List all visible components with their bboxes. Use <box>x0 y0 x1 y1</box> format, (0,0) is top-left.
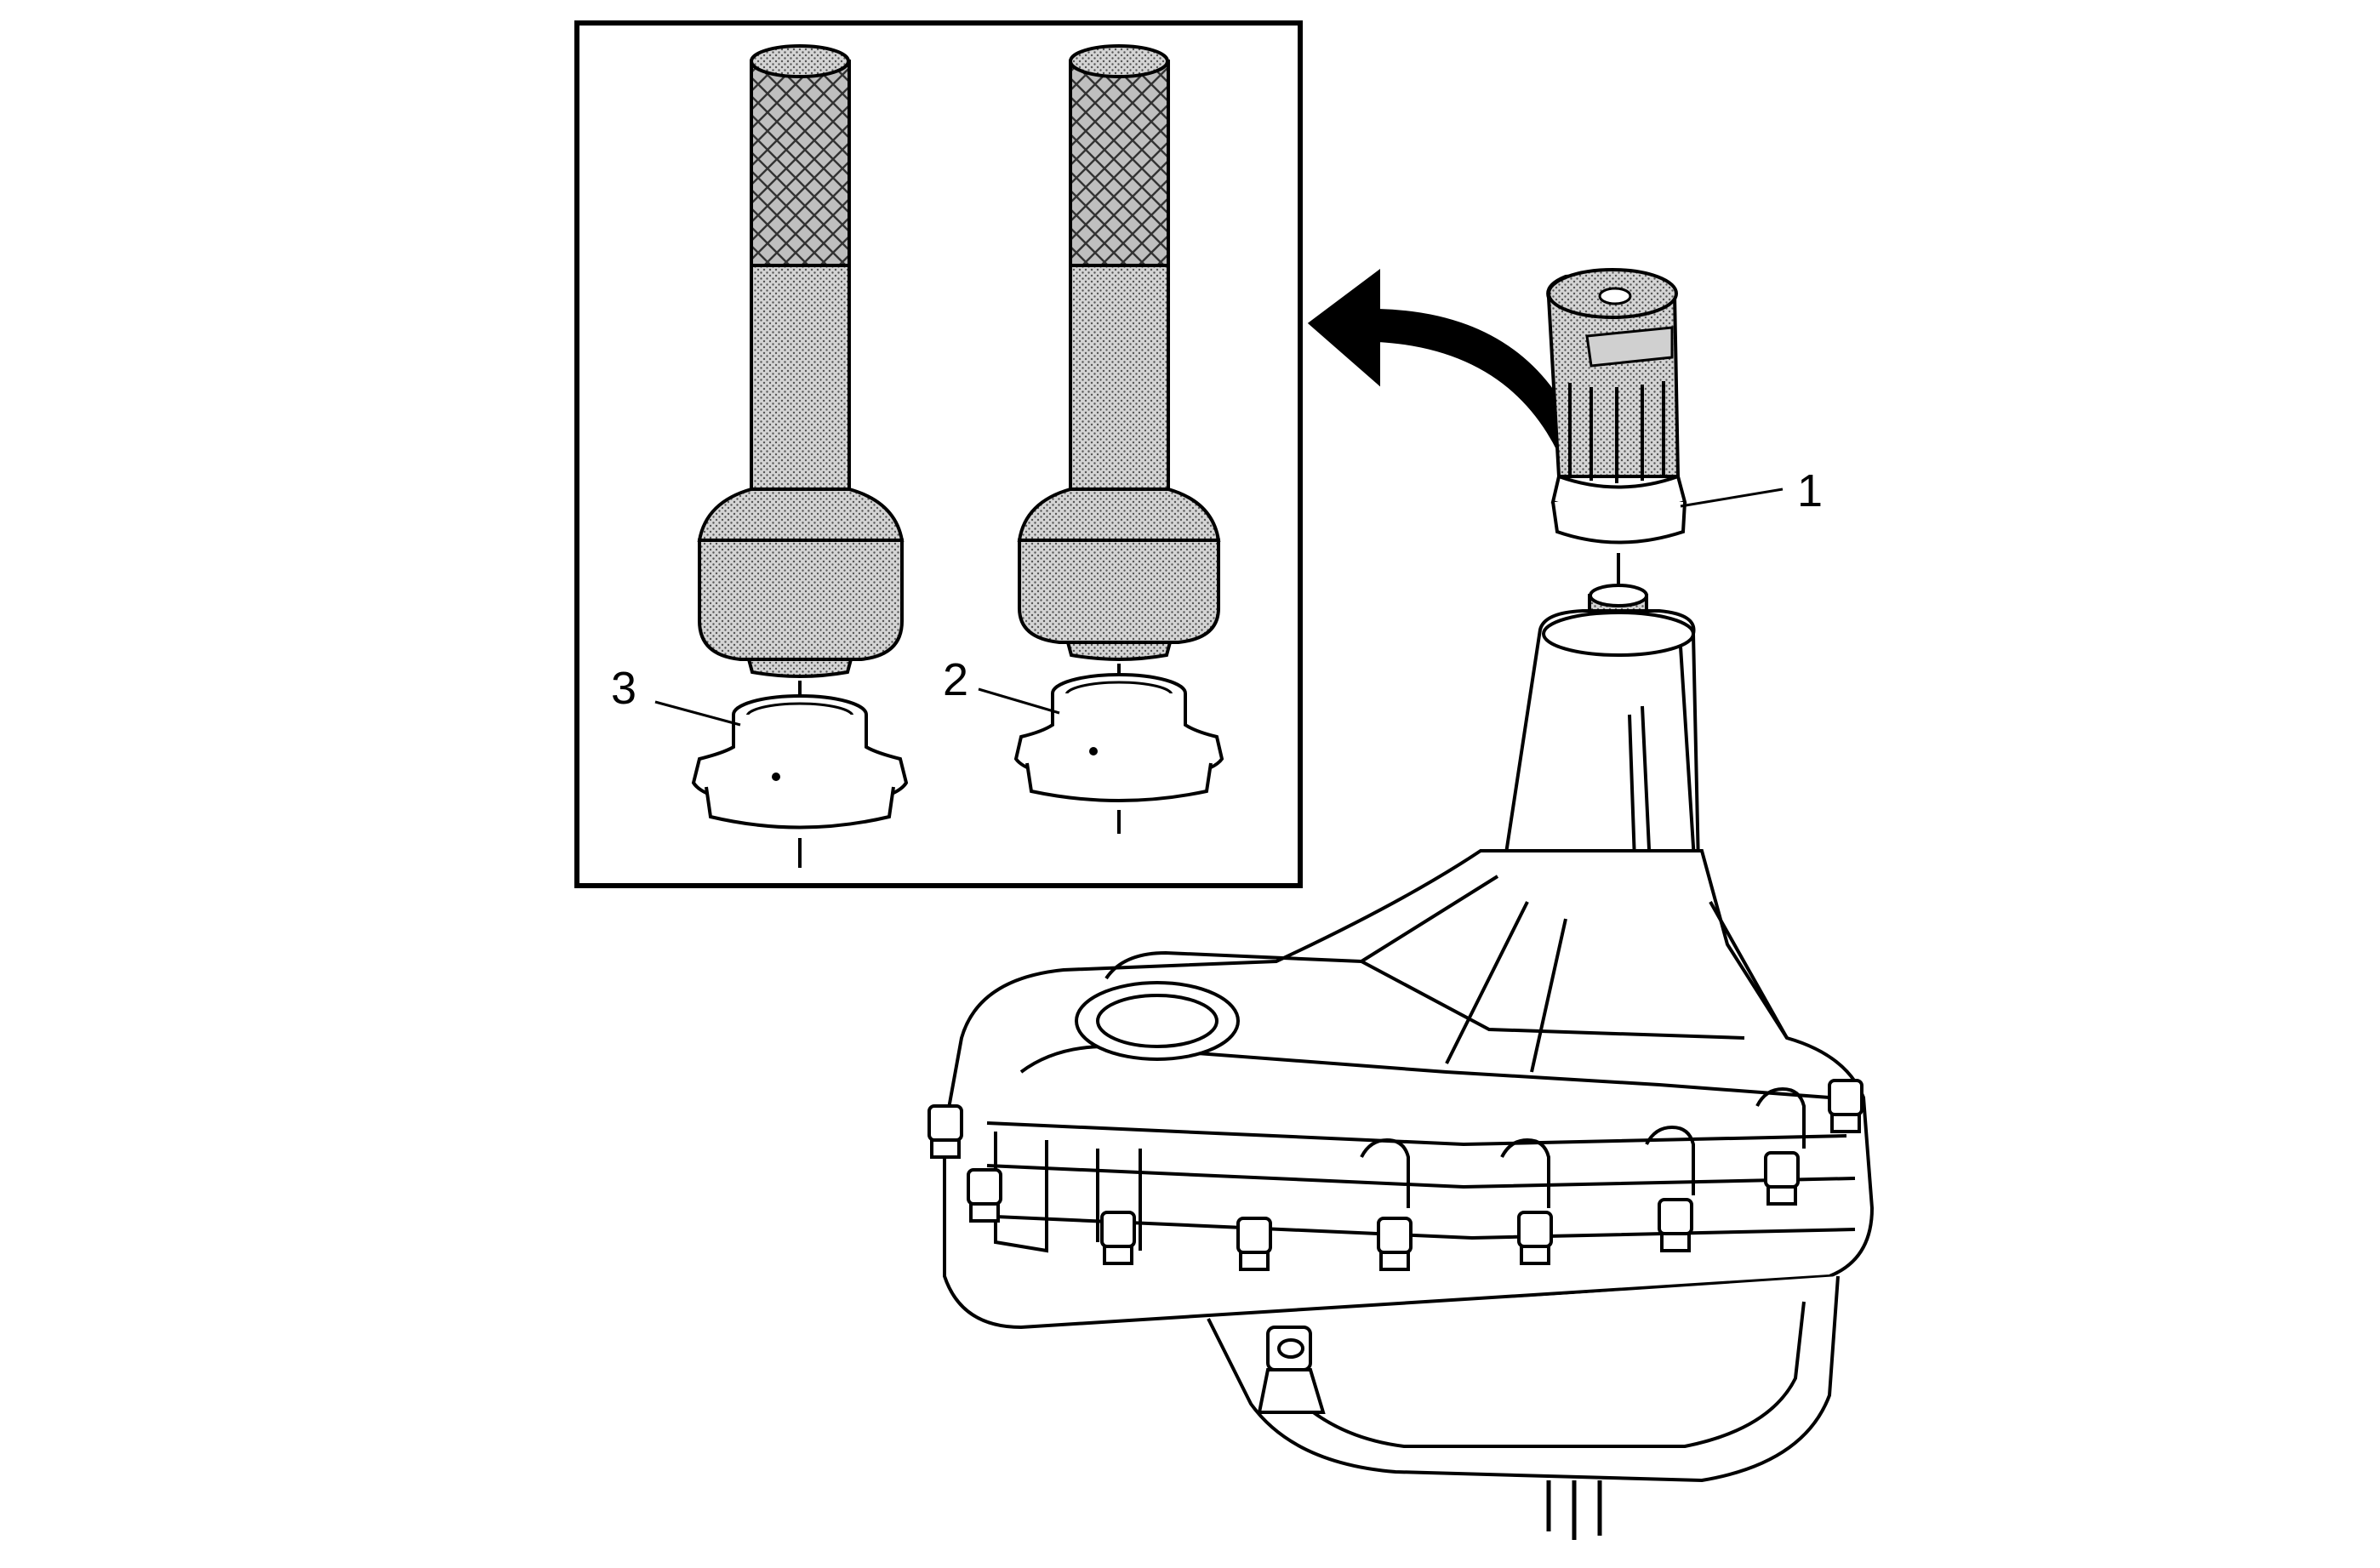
seal-installer-right <box>1017 44 1221 715</box>
seal-installer-left <box>697 44 905 732</box>
callout-label-3: 3 <box>611 663 637 714</box>
transfer-case-housing <box>943 584 1875 1540</box>
leader-line-2 <box>978 687 1060 715</box>
housing-ribs <box>1360 1086 1806 1208</box>
callout-label-1: 1 <box>1797 465 1824 516</box>
part-item-1 <box>1546 268 1687 545</box>
seal-item-2 <box>1013 673 1224 834</box>
leader-line-3 <box>654 700 741 727</box>
callout-label-2: 2 <box>943 654 969 705</box>
seal-item-3 <box>691 694 909 868</box>
housing-bolts <box>927 1079 1863 1271</box>
leader-line-1 <box>1680 488 1784 508</box>
